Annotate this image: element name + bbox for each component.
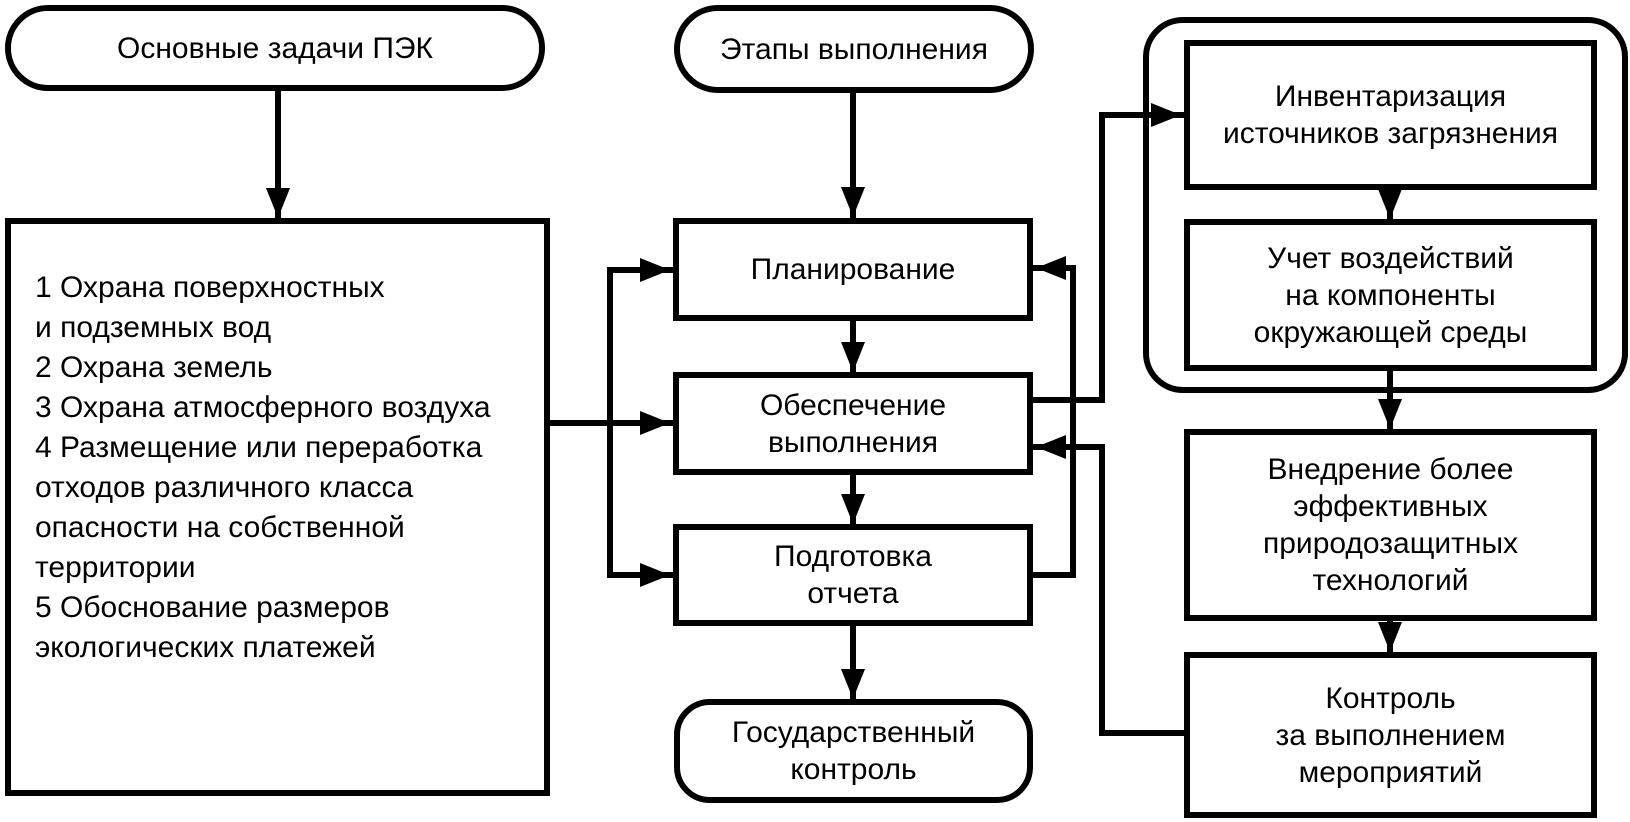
task-line: и подземных вод <box>35 311 272 344</box>
stage-report-label: Подготовка <box>774 540 932 573</box>
stages-header: Этапы выполнения <box>674 5 1034 93</box>
task-line: 1 Охрана поверхностных <box>35 271 385 304</box>
stage-provision-label: Обеспечение <box>759 388 947 422</box>
task-line: отходов различного класса <box>35 471 414 504</box>
box-control-label: мероприятий <box>1298 755 1483 789</box>
stage-planning: Планирование <box>673 218 1033 321</box>
stage-state-control-label: Государственный <box>731 716 976 749</box>
box-control-label: за выполнением <box>1275 718 1506 752</box>
impact-group <box>1143 17 1628 393</box>
stage-report-label: отчета <box>807 577 899 610</box>
box-impact-label: на компоненты <box>1285 278 1496 312</box>
task-line: 3 Охрана атмосферного воздуха <box>35 391 491 424</box>
tasks-header: Основные задачи ПЭК <box>5 5 545 91</box>
task-line: 5 Обоснование размеров <box>35 591 390 624</box>
box-inventory-label: источников загрязнения <box>1222 117 1559 150</box>
arrow-control-to-provision <box>1033 435 1187 736</box>
stage-report: Подготовка отчета <box>673 524 1033 626</box>
box-impact: Учет воздействий на компоненты окружающе… <box>1184 219 1597 371</box>
box-implementation-label: природозащитных <box>1263 527 1518 560</box>
box-implementation: Внедрение более эффективных природозащит… <box>1184 429 1597 621</box>
box-implementation-label: эффективных <box>1293 490 1488 523</box>
stages-header-label: Этапы выполнения <box>720 32 988 66</box>
tasks-box: 1 Охрана поверхностных и подземных вод 2… <box>5 218 550 796</box>
stage-state-control: Государственный контроль <box>674 699 1033 803</box>
stage-provision: Обеспечение выполнения <box>673 372 1033 475</box>
box-control: Контроль за выполнением мероприятий <box>1184 652 1597 818</box>
stage-planning-label: Планирование <box>750 253 956 286</box>
box-inventory-label: Инвентаризация <box>1274 80 1507 113</box>
stage-state-control-label: контроль <box>790 753 917 786</box>
arrow-provision-to-inventory <box>1030 103 1184 403</box>
tasks-header-label: Основные задачи ПЭК <box>117 31 433 65</box>
task-line: 4 Размещение или переработка <box>35 431 483 464</box>
stage-provision-label: выполнения <box>767 425 939 459</box>
arrow-report-to-planning <box>1030 256 1076 578</box>
box-implementation-label: Внедрение более <box>1267 453 1514 486</box>
task-line: экологических платежей <box>35 631 376 664</box>
task-line: 2 Охрана земель <box>35 351 273 384</box>
task-line: опасности на собственной <box>35 511 405 544</box>
task-line: территории <box>35 551 196 584</box>
box-impact-label: окружающей среды <box>1253 315 1528 349</box>
box-inventory: Инвентаризация источников загрязнения <box>1184 40 1597 190</box>
box-implementation-label: технологий <box>1312 564 1469 597</box>
box-impact-label: Учет воздействий <box>1267 241 1514 275</box>
box-control-label: Контроль <box>1325 681 1456 715</box>
